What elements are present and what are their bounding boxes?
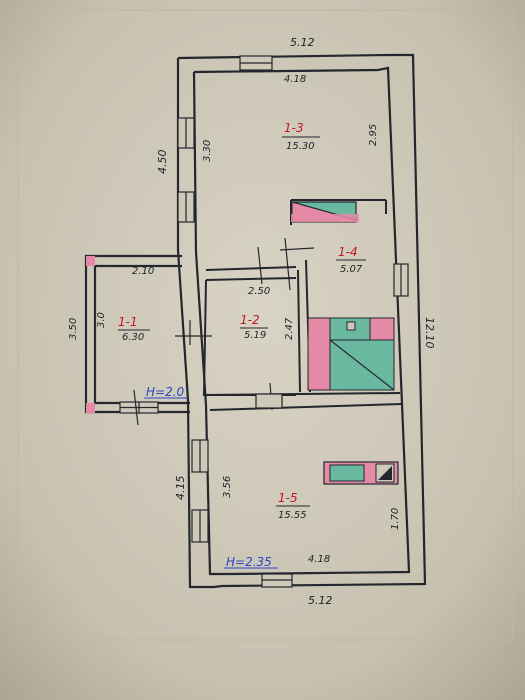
- room-area: 15.30: [286, 141, 315, 152]
- room-id: 1-5: [278, 491, 298, 505]
- porch-tick: [133, 389, 139, 426]
- room-id: 1-3: [284, 121, 304, 135]
- room-area: 5.07: [340, 264, 363, 275]
- room-id: 1-1: [118, 315, 138, 329]
- room-1-3: 1-3 15.30: [282, 121, 320, 152]
- height-house: H=2.35: [226, 555, 272, 569]
- kitchen-diagonal: [329, 339, 395, 391]
- room-area: 15.55: [278, 510, 307, 521]
- kitchen-pink-left: [307, 317, 331, 391]
- porch-window: [119, 401, 159, 414]
- dim-room13-width: 4.18: [284, 74, 306, 85]
- stove-unit-green: [329, 464, 365, 482]
- dim-room12-right: 2.47: [284, 317, 295, 340]
- porch-mark-bottom: [86, 403, 95, 413]
- room-area: 5.19: [244, 330, 266, 341]
- dim-room15-bottom: 4.18: [308, 554, 330, 565]
- room-id: 1-2: [240, 313, 260, 327]
- stove-unit-burner: [378, 466, 392, 480]
- outer-walls: [176, 53, 427, 589]
- dim-room15-left: 3.56: [222, 476, 233, 498]
- kitchen-knob: [346, 321, 356, 331]
- dim-porch-inner: 3.0: [96, 312, 107, 328]
- windows: [177, 55, 409, 588]
- room-1-4: 1-4 5.07: [336, 245, 366, 275]
- room-1-2: 1-2 5.19: [240, 313, 268, 341]
- dim-left-lower: 4.15: [174, 476, 187, 501]
- dim-room13-right: 2.95: [368, 124, 379, 146]
- dim-left-upper: 4.50: [156, 150, 169, 175]
- dim-porch-width: 2.10: [132, 266, 154, 277]
- kitchen-pink-right: [369, 317, 395, 341]
- room-id: 1-4: [338, 245, 358, 259]
- dim-porch-outer: 3.50: [68, 318, 79, 340]
- room-1-1: 1-1 6.30: [118, 315, 150, 343]
- sheet-border: [17, 9, 514, 641]
- dim-room12-width: 2.50: [248, 286, 270, 297]
- stove-base: [291, 214, 359, 222]
- room-1-5: 1-5 15.55: [276, 491, 310, 521]
- dim-total-length: 12.10: [423, 317, 436, 349]
- dim-room13-left: 3.30: [202, 140, 213, 162]
- dim-room15-right: 1.70: [390, 508, 401, 530]
- porch-mark-top: [86, 256, 95, 266]
- room-area: 6.30: [122, 332, 144, 343]
- dim-top-width: 5.12: [290, 36, 315, 49]
- height-porch: H=2.0: [146, 385, 185, 399]
- dim-bottom-width: 5.12: [308, 594, 333, 607]
